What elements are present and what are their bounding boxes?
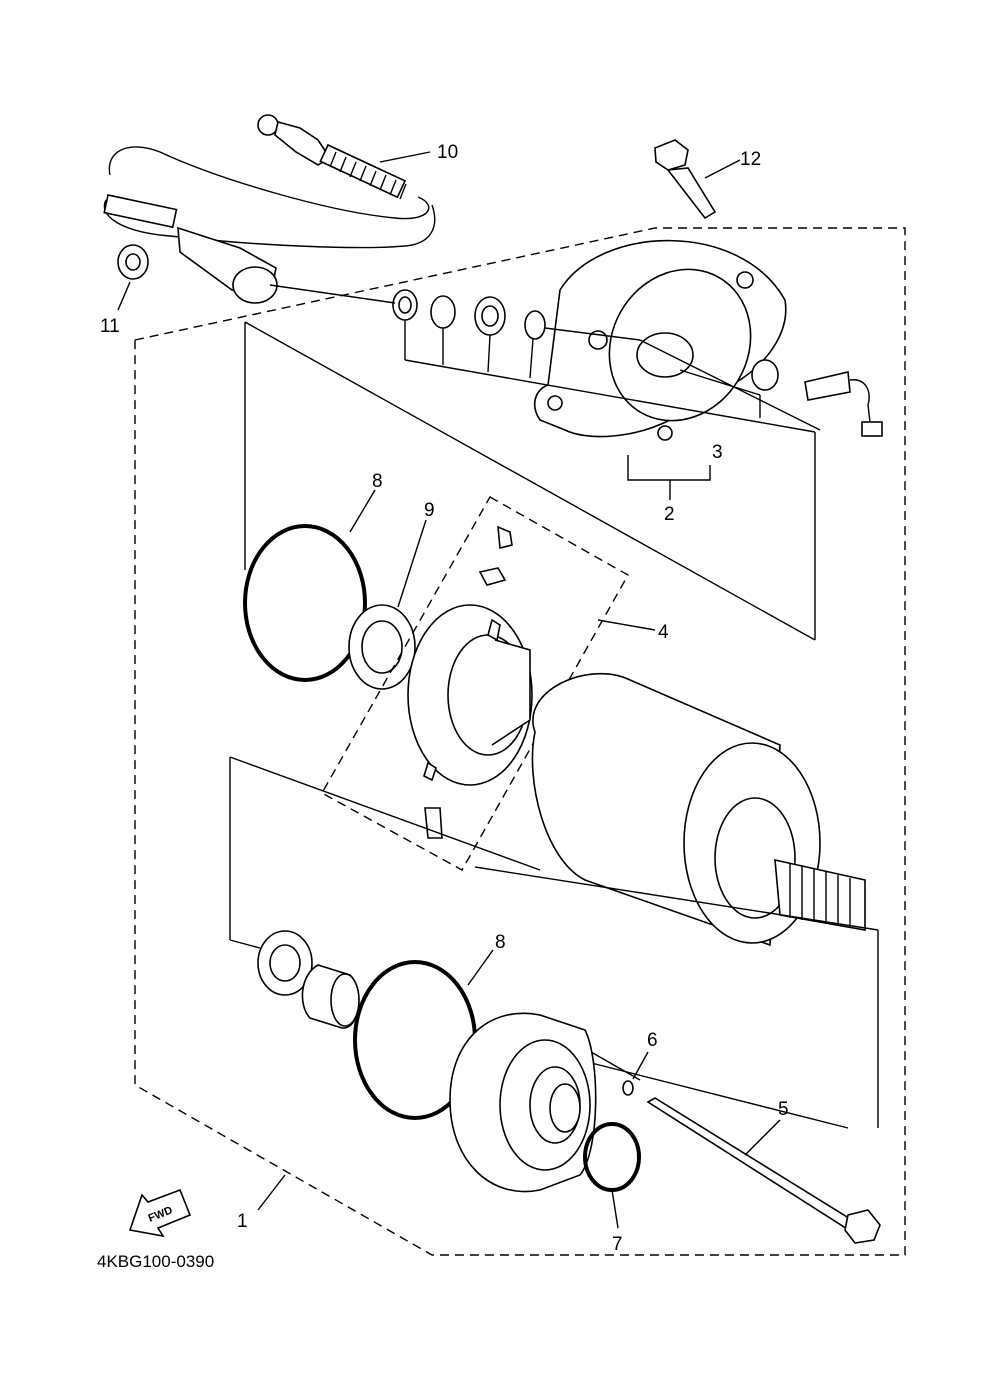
part-11-nut — [117, 244, 149, 280]
bearing-oil-seal — [257, 930, 360, 1029]
part-6-small-o-ring — [622, 1080, 634, 1096]
assembly-boundary — [134, 227, 906, 1256]
part-5-through-bolt — [646, 1097, 881, 1244]
callout-7: 7 — [612, 1234, 623, 1255]
callout-5: 5 — [778, 1099, 789, 1120]
part-4-brush-plate — [407, 525, 533, 839]
callout-11: 11 — [100, 316, 120, 337]
fwd-arrow-icon: FWD — [128, 1188, 192, 1238]
front-cover — [449, 1012, 597, 1193]
part-12-bolt — [654, 139, 717, 220]
part-9-washer — [348, 604, 416, 690]
callout-9: 9 — [424, 500, 435, 521]
callout-3: 3 — [712, 442, 723, 463]
callout-8-upper: 8 — [372, 471, 383, 492]
callout-4: 4 — [658, 622, 669, 643]
part-4-brush-set-box — [321, 496, 629, 871]
leader-lines-top — [244, 284, 821, 641]
diagram-code: 4KBG100-0390 — [97, 1252, 214, 1271]
motor-yoke-body — [531, 672, 866, 947]
callout-10: 10 — [437, 142, 458, 163]
callout-1: 1 — [237, 1211, 248, 1232]
part-10-lead-wire — [103, 114, 436, 304]
part-7-o-ring — [583, 1122, 641, 1192]
callout-8-lower: 8 — [495, 932, 506, 953]
part-8-o-ring-upper — [243, 524, 367, 682]
terminal-bolt — [751, 359, 883, 437]
callout-12: 12 — [740, 149, 761, 170]
callout-2: 2 — [664, 504, 675, 525]
part-2-brush-holder-housing — [533, 239, 787, 441]
seal-washer-set — [392, 289, 546, 340]
callout-6: 6 — [647, 1030, 658, 1051]
